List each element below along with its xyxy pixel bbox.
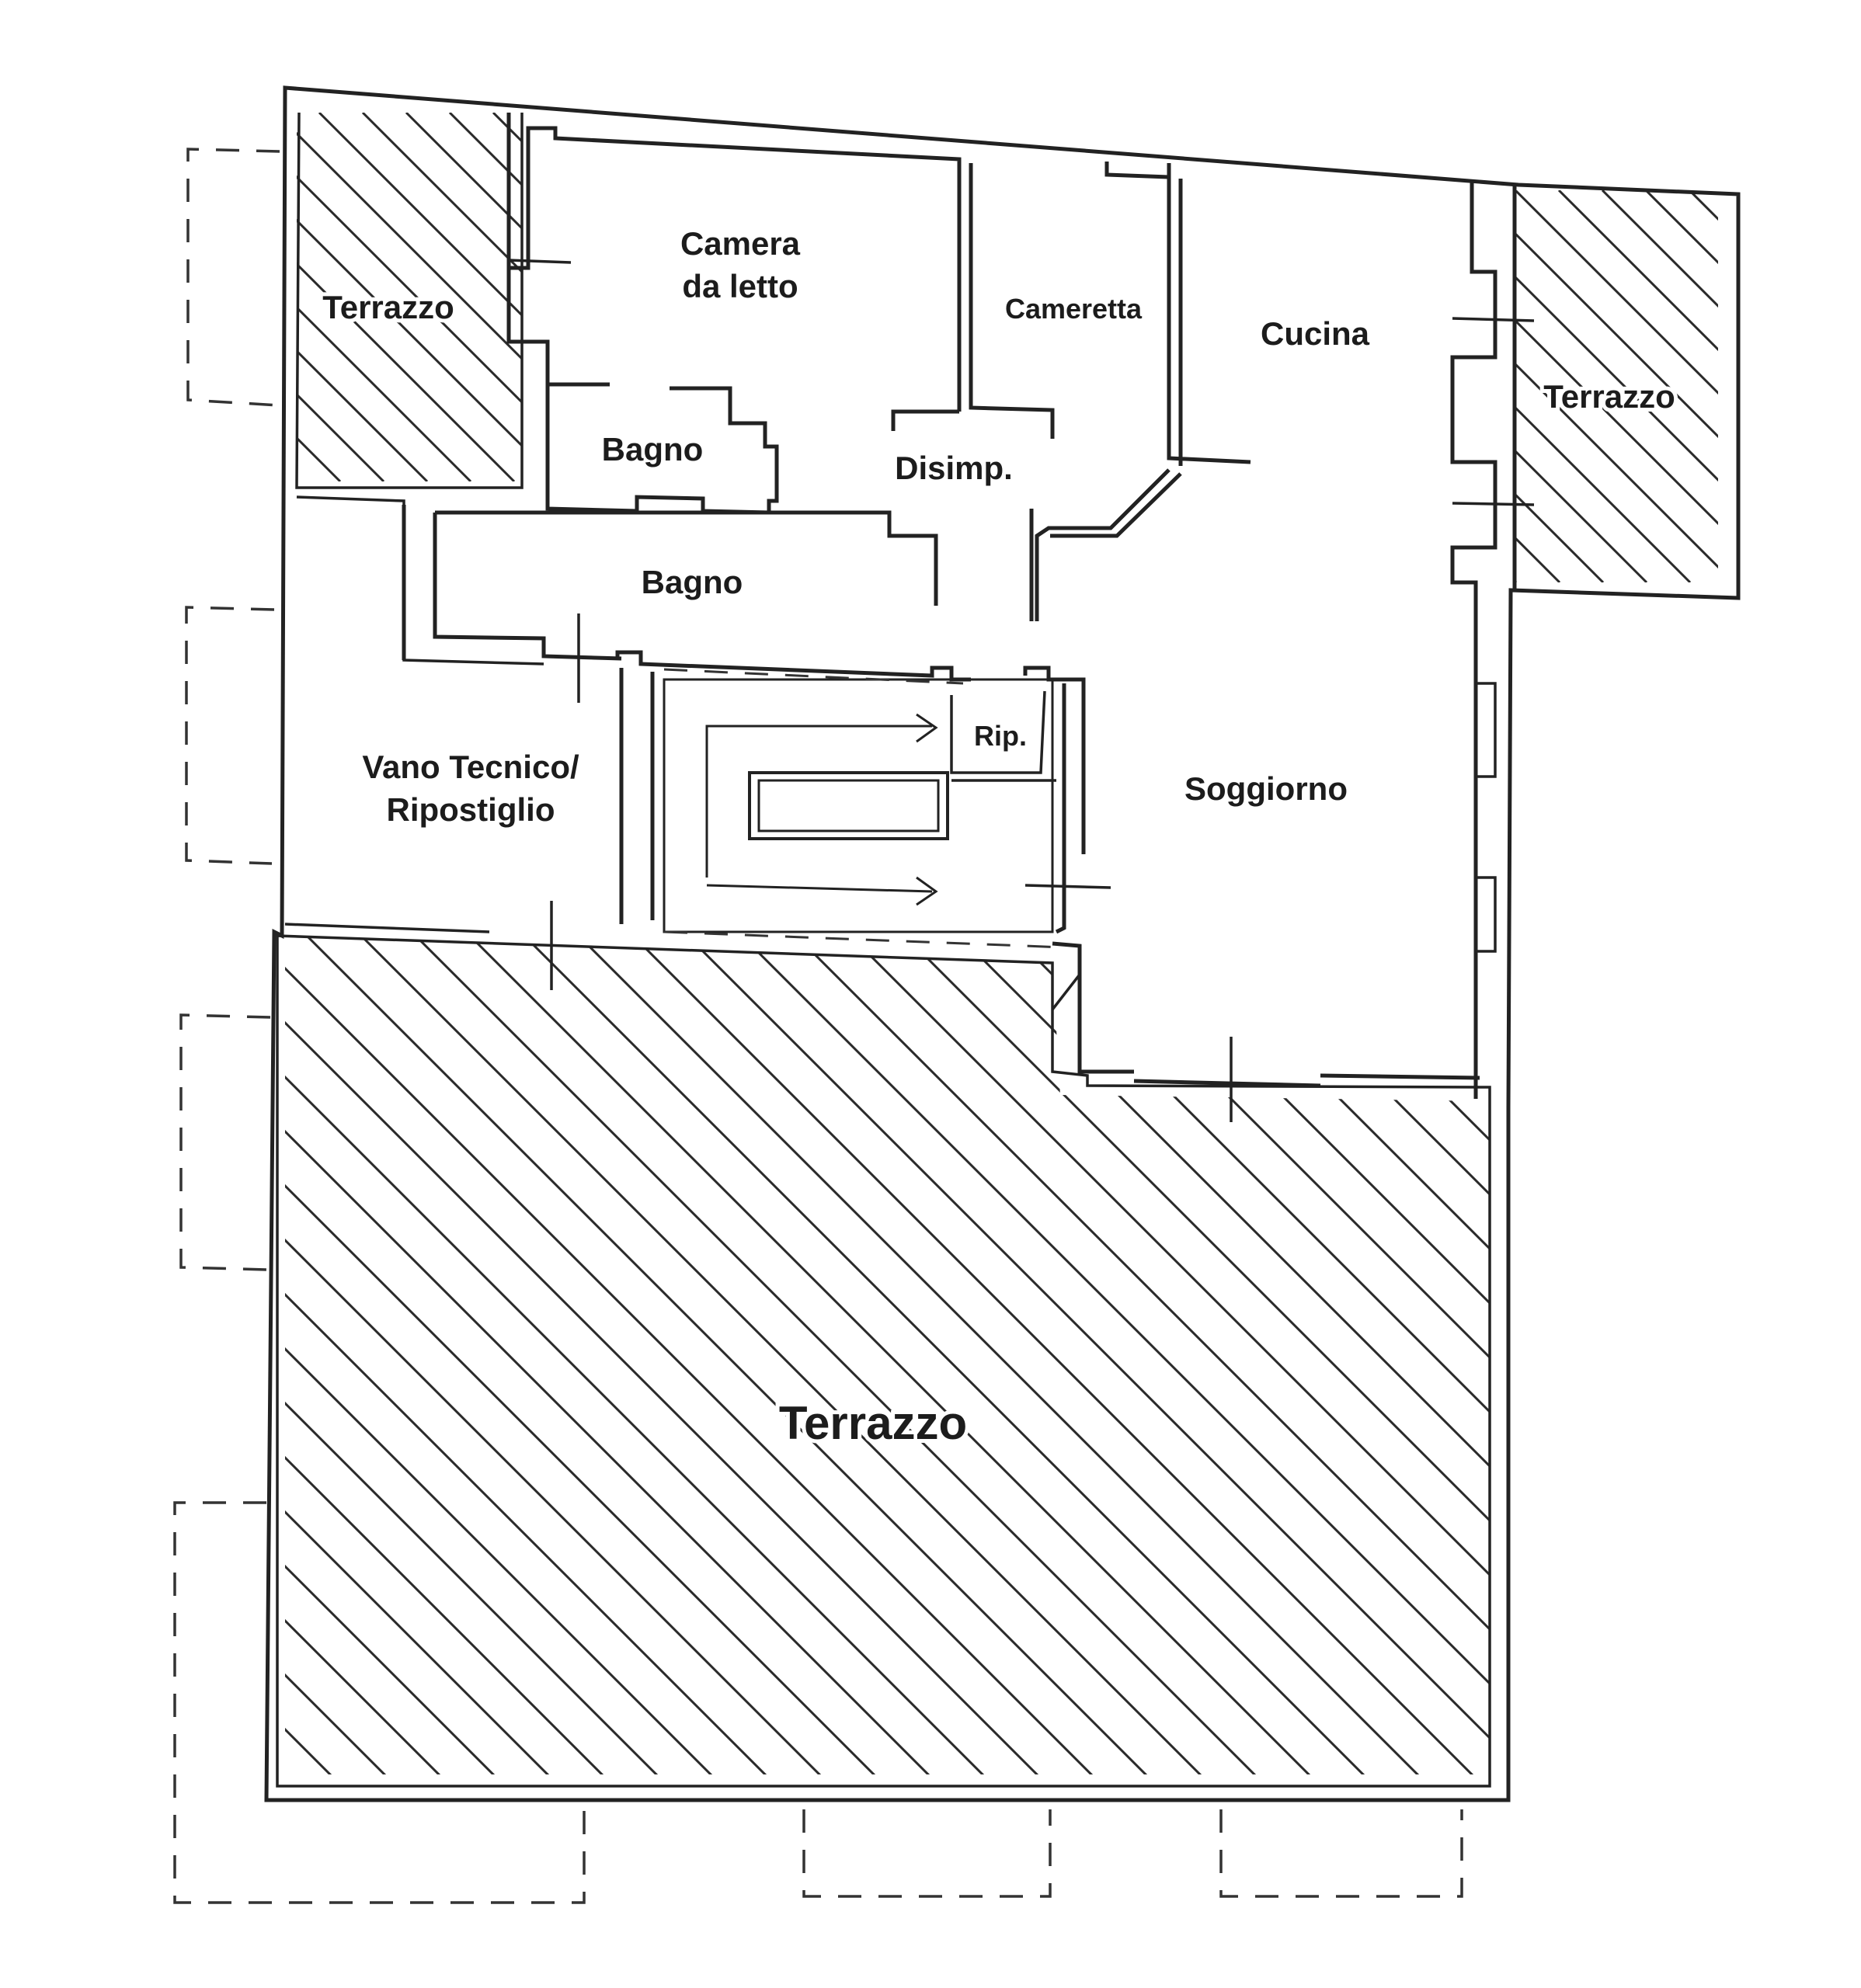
room-label-bagno-small: Bagno — [602, 431, 704, 467]
hatch-line — [1389, 936, 1490, 1774]
hatch-line — [519, 936, 1369, 1774]
hatch-line — [285, 936, 607, 1774]
hatch-line — [1516, 363, 1718, 569]
hatch-line — [410, 936, 1260, 1774]
hatch-line — [1644, 190, 1718, 265]
hatch-line — [791, 936, 1490, 1774]
hatch-line — [285, 936, 1042, 1774]
hatch-line — [297, 479, 298, 481]
hatch-line — [285, 936, 770, 1774]
hatch-line — [285, 936, 934, 1774]
hatch-line — [285, 936, 716, 1774]
hatch-line — [297, 436, 342, 481]
hatch-line — [682, 936, 1490, 1774]
hatch-line — [1516, 190, 1718, 395]
room-label-terrazzo-main: Terrazzo — [779, 1397, 967, 1449]
room-label-terrazzo-nw: Terrazzo — [322, 289, 454, 325]
hatch-line — [297, 175, 522, 405]
staircase — [663, 668, 1065, 949]
hatch-line — [297, 349, 429, 481]
hatch-line — [285, 936, 390, 1774]
hatch-line — [297, 392, 385, 481]
hatch-line — [318, 113, 522, 318]
hatch-line — [297, 262, 516, 481]
hatch-line — [1688, 190, 1718, 221]
room-label-vano-tecnico-2: Ripostiglio — [387, 791, 555, 828]
room-label-disimpegno: Disimp. — [895, 450, 1013, 486]
room-label-terrazzo-ne: Terrazzo — [1543, 378, 1675, 415]
hatch-line — [1516, 493, 1605, 582]
hatch-line — [285, 936, 988, 1774]
room-label-soggiorno: Soggiorno — [1184, 770, 1348, 807]
hatch-line — [448, 113, 522, 187]
hatch-line — [301, 936, 1151, 1774]
interior-walls — [402, 113, 1517, 1099]
hatch-line — [1516, 450, 1648, 582]
terrace-hatch-nw — [297, 113, 522, 481]
room-label-camera-da-letto-1: Camera — [680, 225, 801, 262]
hatch-line — [285, 936, 336, 1774]
hatch-line — [285, 936, 825, 1774]
dashed-projections — [173, 148, 1463, 1904]
hatch-line — [297, 131, 522, 361]
hatch-line — [1516, 537, 1561, 582]
hatch-line — [1008, 936, 1490, 1774]
hatch-line — [1516, 406, 1692, 582]
hatch-line — [464, 936, 1314, 1774]
hatch-line — [405, 113, 522, 231]
hatch-line — [285, 936, 444, 1774]
hatch-line — [1557, 190, 1718, 352]
door-markers — [508, 259, 1535, 1122]
hatch-line — [573, 936, 1423, 1774]
hatch-line — [1516, 319, 1718, 526]
hatch-line — [1171, 936, 1490, 1774]
hatch-line — [899, 936, 1490, 1774]
room-label-camera-da-letto-2: da letto — [682, 268, 798, 304]
hatch-line — [297, 218, 522, 448]
hatch-line — [285, 936, 1097, 1774]
room-label-cameretta: Cameretta — [1005, 293, 1143, 325]
hatch-line — [1334, 936, 1490, 1774]
terrace-hatch-main — [0, 932, 1490, 1778]
hatch-line — [356, 936, 1205, 1774]
room-labels: Terrazzo Camera da letto Cameretta Cucin… — [318, 225, 1679, 1453]
hatch-line — [1516, 232, 1718, 439]
room-label-ripostiglio-small: Rip. — [974, 720, 1027, 752]
hatch-line — [1280, 936, 1490, 1774]
hatch-line — [285, 936, 879, 1774]
hatch-line — [1516, 580, 1518, 582]
hatch-line — [1226, 936, 1490, 1774]
hatch-line — [1063, 936, 1490, 1774]
hatch-line — [628, 936, 1477, 1774]
hatch-line — [297, 305, 472, 481]
hatch-line — [285, 936, 499, 1774]
room-label-cucina: Cucina — [1261, 315, 1370, 352]
hatch-line — [736, 936, 1490, 1774]
hatch-line — [0, 932, 280, 1778]
hatch-line — [285, 936, 662, 1774]
room-label-bagno-large: Bagno — [642, 564, 743, 600]
hatch-line — [845, 936, 1490, 1774]
outer-walls — [264, 85, 1741, 1802]
room-label-vano-tecnico-1: Vano Tecnico/ — [362, 749, 579, 785]
hatch-line — [954, 936, 1490, 1774]
hatch-line — [1516, 276, 1718, 482]
hatch-line — [361, 113, 522, 274]
hatch-line — [1601, 190, 1718, 308]
hatch-line — [285, 936, 553, 1774]
terrace-hatch-ne — [1516, 190, 1718, 582]
